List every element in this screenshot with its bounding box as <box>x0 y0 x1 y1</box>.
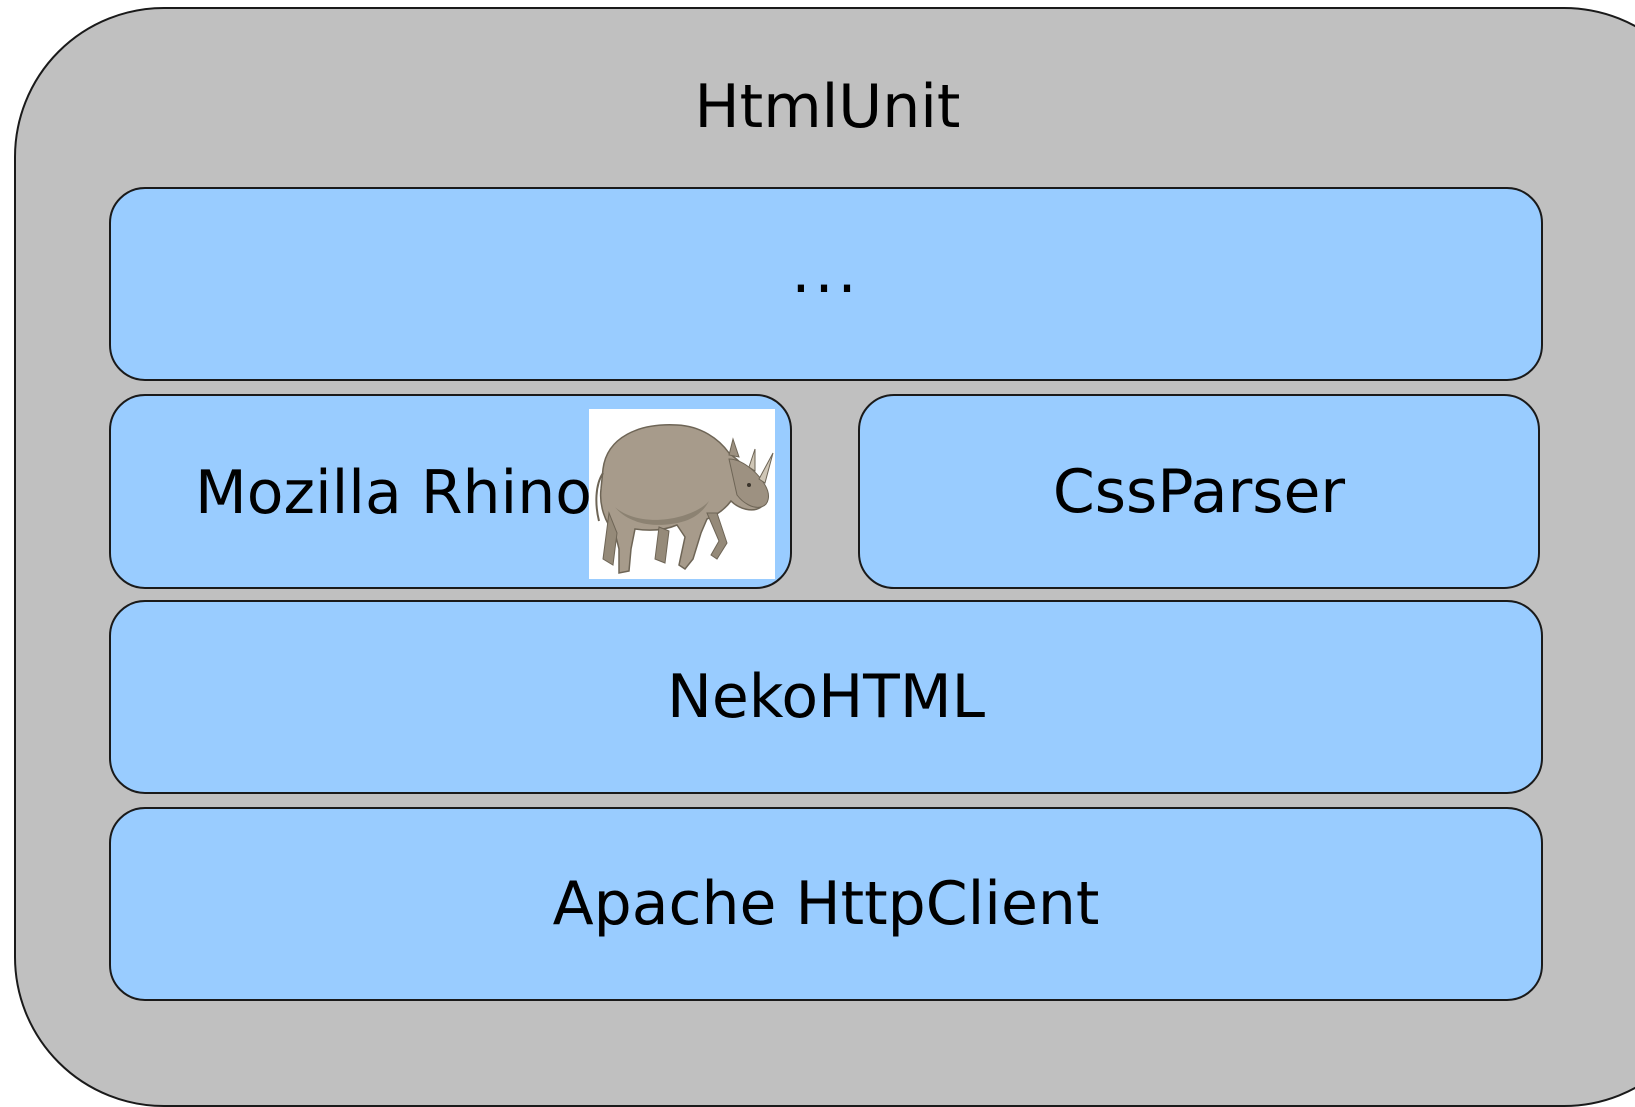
layer-apache-httpclient: Apache HttpClient <box>109 807 1543 1001</box>
rhino-icon <box>595 424 774 574</box>
layer-cssparser: CssParser <box>858 394 1540 589</box>
layer-nekohtml: NekoHTML <box>109 600 1543 794</box>
diagram-title: HtmlUnit <box>694 72 961 142</box>
layer-mozilla-rhino: Mozilla Rhino <box>109 394 792 589</box>
layer-ellipsis-label: ... <box>791 237 861 307</box>
layer-nekohtml-label: NekoHTML <box>666 662 986 732</box>
layer-ellipsis: ... <box>109 187 1543 381</box>
rhino-image <box>589 409 775 579</box>
layer-mozilla-rhino-label: Mozilla Rhino <box>195 458 592 528</box>
layer-apache-httpclient-label: Apache HttpClient <box>552 869 1100 939</box>
layer-cssparser-label: CssParser <box>1052 456 1346 527</box>
